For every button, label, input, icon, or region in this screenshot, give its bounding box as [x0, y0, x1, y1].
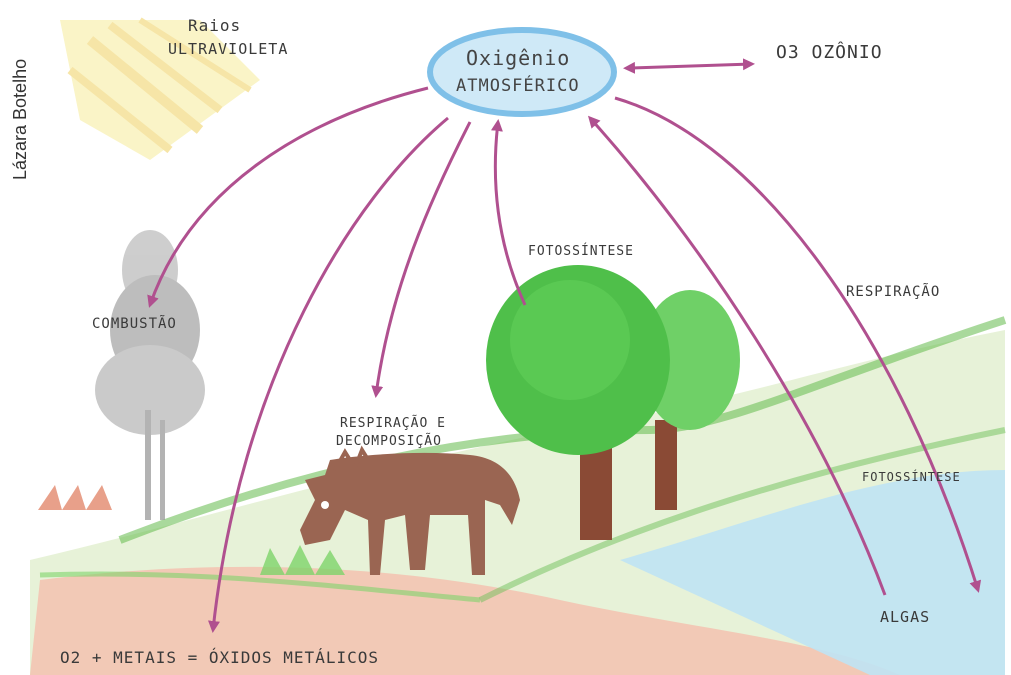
- uv-label-line2: ULTRAVIOLETA: [168, 40, 289, 58]
- center-node: [427, 27, 617, 117]
- arrow-respiration: [614, 96, 982, 593]
- horse-drawing: [300, 445, 520, 575]
- respiration-decomposition-line2: DECOMPOSIÇÃO: [336, 434, 442, 449]
- photosynthesis-trees-label: FOTOSSÍNTESE: [528, 244, 634, 259]
- arrow-to-metals: [208, 116, 449, 633]
- arrow-to-respiration-decomposition: [371, 121, 472, 398]
- respiration-label: RESPIRAÇÃO: [846, 284, 941, 300]
- smoke-column: [95, 230, 205, 520]
- arrow-from-trees: [490, 119, 527, 306]
- credit-label: Lázara Botelho: [10, 58, 30, 180]
- algae-label: ALGAS: [880, 608, 931, 626]
- photosynthesis-algae-label: FOTOSSÍNTESE: [862, 470, 961, 484]
- trees: [486, 265, 740, 540]
- arrows: [147, 58, 982, 633]
- center-label-line2: ATMOSFÉRICO: [456, 76, 580, 96]
- metals-equation-label: O2 + METAIS = ÓXIDOS METÁLICOS: [60, 648, 379, 667]
- arrow-ozone: [623, 58, 755, 74]
- factory-roofs: [38, 485, 112, 510]
- arrow-to-combustion: [147, 86, 429, 308]
- center-label-line1: Oxigênio: [466, 46, 571, 70]
- combustion-label: COMBUSTÃO: [92, 316, 177, 332]
- respiration-decomposition-line1: RESPIRAÇÃO E: [340, 416, 446, 431]
- sun-rays: [60, 17, 260, 160]
- arrow-from-algae: [587, 115, 887, 596]
- ozone-label: O3 OZÔNIO: [776, 42, 883, 63]
- uv-label-line1: Raios: [188, 16, 242, 35]
